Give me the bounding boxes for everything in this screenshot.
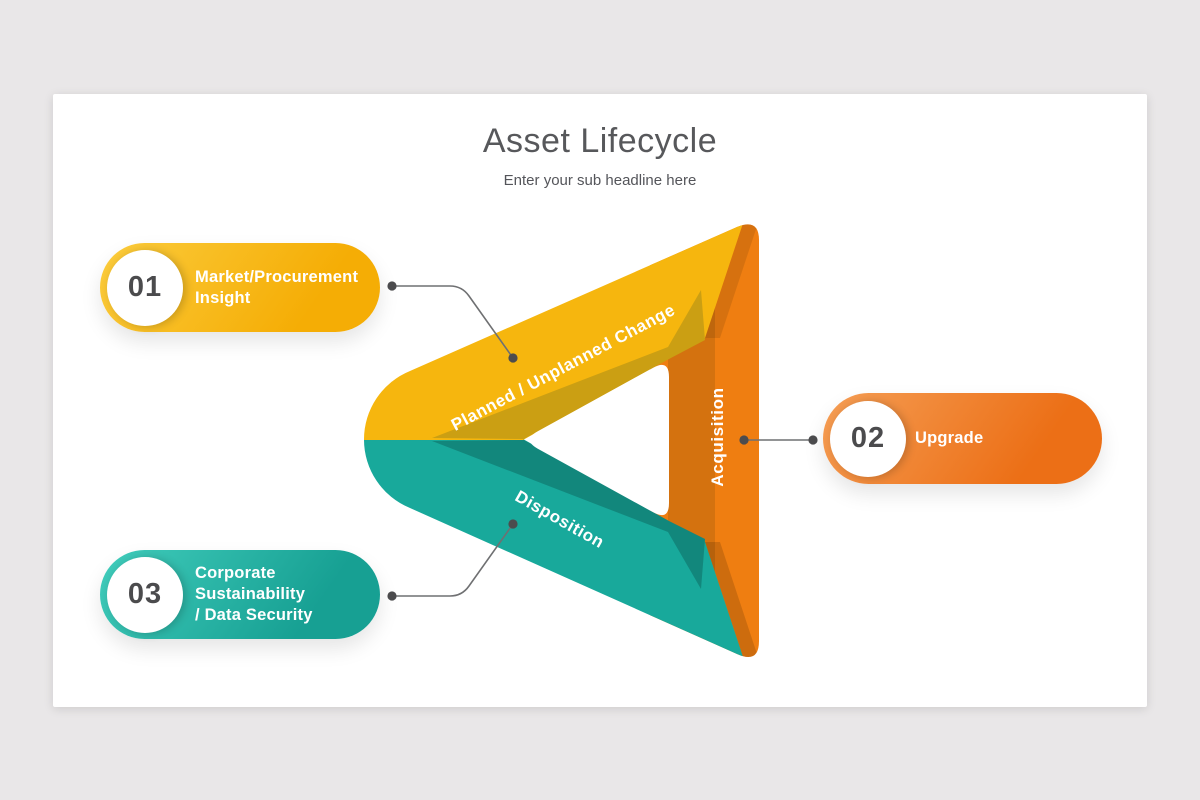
pill-label: Upgrade [915,429,984,447]
acquisition-band-label[interactable]: Acquisition [708,387,727,486]
pill-corporate-sustainability[interactable]: 03 Corporate Sustainability / Data Secur… [100,550,380,639]
connector-dot [387,591,397,601]
pill-number: 01 [127,271,163,303]
connector-dot [508,353,518,363]
pill-upgrade[interactable]: 02 Upgrade [823,393,1102,484]
change-band-inner [432,290,705,439]
pill-number: 03 [127,578,163,610]
disposition-band-inner [432,440,705,589]
page-title[interactable]: Asset Lifecycle [482,122,718,160]
triangle-hole [529,364,669,516]
triangle-ring[interactable] [330,205,765,675]
pill-number-badge: 01 [107,249,183,326]
pill-label: Corporate Sustainability / Data Security [195,564,313,624]
connector-pill2 [739,435,818,445]
connector-pill3 [387,519,518,601]
page-subtitle[interactable]: Enter your sub headline here [503,172,697,189]
pill-number: 02 [850,422,886,454]
pill-label: Market/Procurement Insight [195,267,359,307]
top-corner-shadow [705,224,759,338]
connector-pill1 [387,281,518,363]
connector-dot [808,435,818,445]
pill-market-procurement[interactable]: 01 Market/Procurement Insight [100,243,380,332]
connector-dot [387,281,397,291]
pill-number-badge: 02 [830,400,906,477]
connector-dot [739,435,749,445]
connector-dot [508,519,518,529]
bottom-corner-shadow [705,542,759,658]
pill-number-badge: 03 [107,556,183,633]
